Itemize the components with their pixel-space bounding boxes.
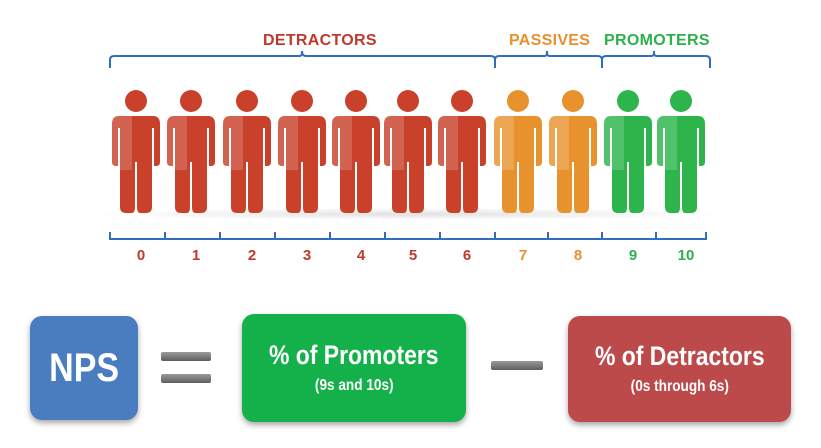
person-figure-10: [657, 90, 705, 213]
promoters-brace: [601, 50, 711, 68]
people-figures: [90, 90, 730, 220]
nps-label: NPS: [49, 346, 119, 390]
group-braces: [109, 50, 711, 68]
detractors-sublabel: (0s through 6s): [630, 377, 729, 395]
promoters-label-text: % of Promoters: [269, 340, 439, 371]
equals-sign-icon-lower: [161, 374, 211, 383]
person-figure-4: [332, 90, 380, 213]
person-figure-3: [278, 90, 326, 213]
detractors-box: % of Detractors (0s through 6s): [568, 316, 791, 422]
score-label-5: 5: [408, 247, 418, 264]
score-scale: [109, 232, 707, 240]
person-figure-9: [604, 90, 652, 213]
promoters-sublabel: (9s and 10s): [314, 376, 394, 394]
score-label-0: 0: [136, 247, 146, 264]
score-label-6: 6: [462, 247, 472, 264]
passives-brace: [494, 50, 603, 68]
person-figure-8: [549, 90, 597, 213]
person-figure-0: [112, 90, 160, 213]
detractors-label-text: % of Detractors: [594, 341, 765, 372]
promoters-label: PROMOTERS: [604, 32, 710, 49]
score-label-2: 2: [247, 247, 257, 264]
person-figure-6: [438, 90, 486, 213]
score-label-9: 9: [628, 247, 638, 264]
nps-box: NPS: [30, 316, 138, 420]
equals-sign-icon: [161, 352, 211, 361]
person-figure-5: [384, 90, 432, 213]
score-label-7: 7: [518, 247, 528, 264]
score-label-3: 3: [302, 247, 312, 264]
passives-label: PASSIVES: [509, 32, 591, 49]
minus-sign-icon: [491, 361, 543, 370]
score-label-1: 1: [191, 247, 201, 264]
score-label-10: 10: [677, 247, 695, 264]
promoters-box: % of Promoters (9s and 10s): [242, 314, 466, 422]
detractors-brace: [109, 50, 496, 68]
person-figure-1: [167, 90, 215, 213]
detractors-label: DETRACTORS: [263, 32, 377, 49]
score-label-4: 4: [356, 247, 366, 264]
person-figure-7: [494, 90, 542, 213]
person-figure-2: [223, 90, 271, 213]
score-label-8: 8: [573, 247, 583, 264]
